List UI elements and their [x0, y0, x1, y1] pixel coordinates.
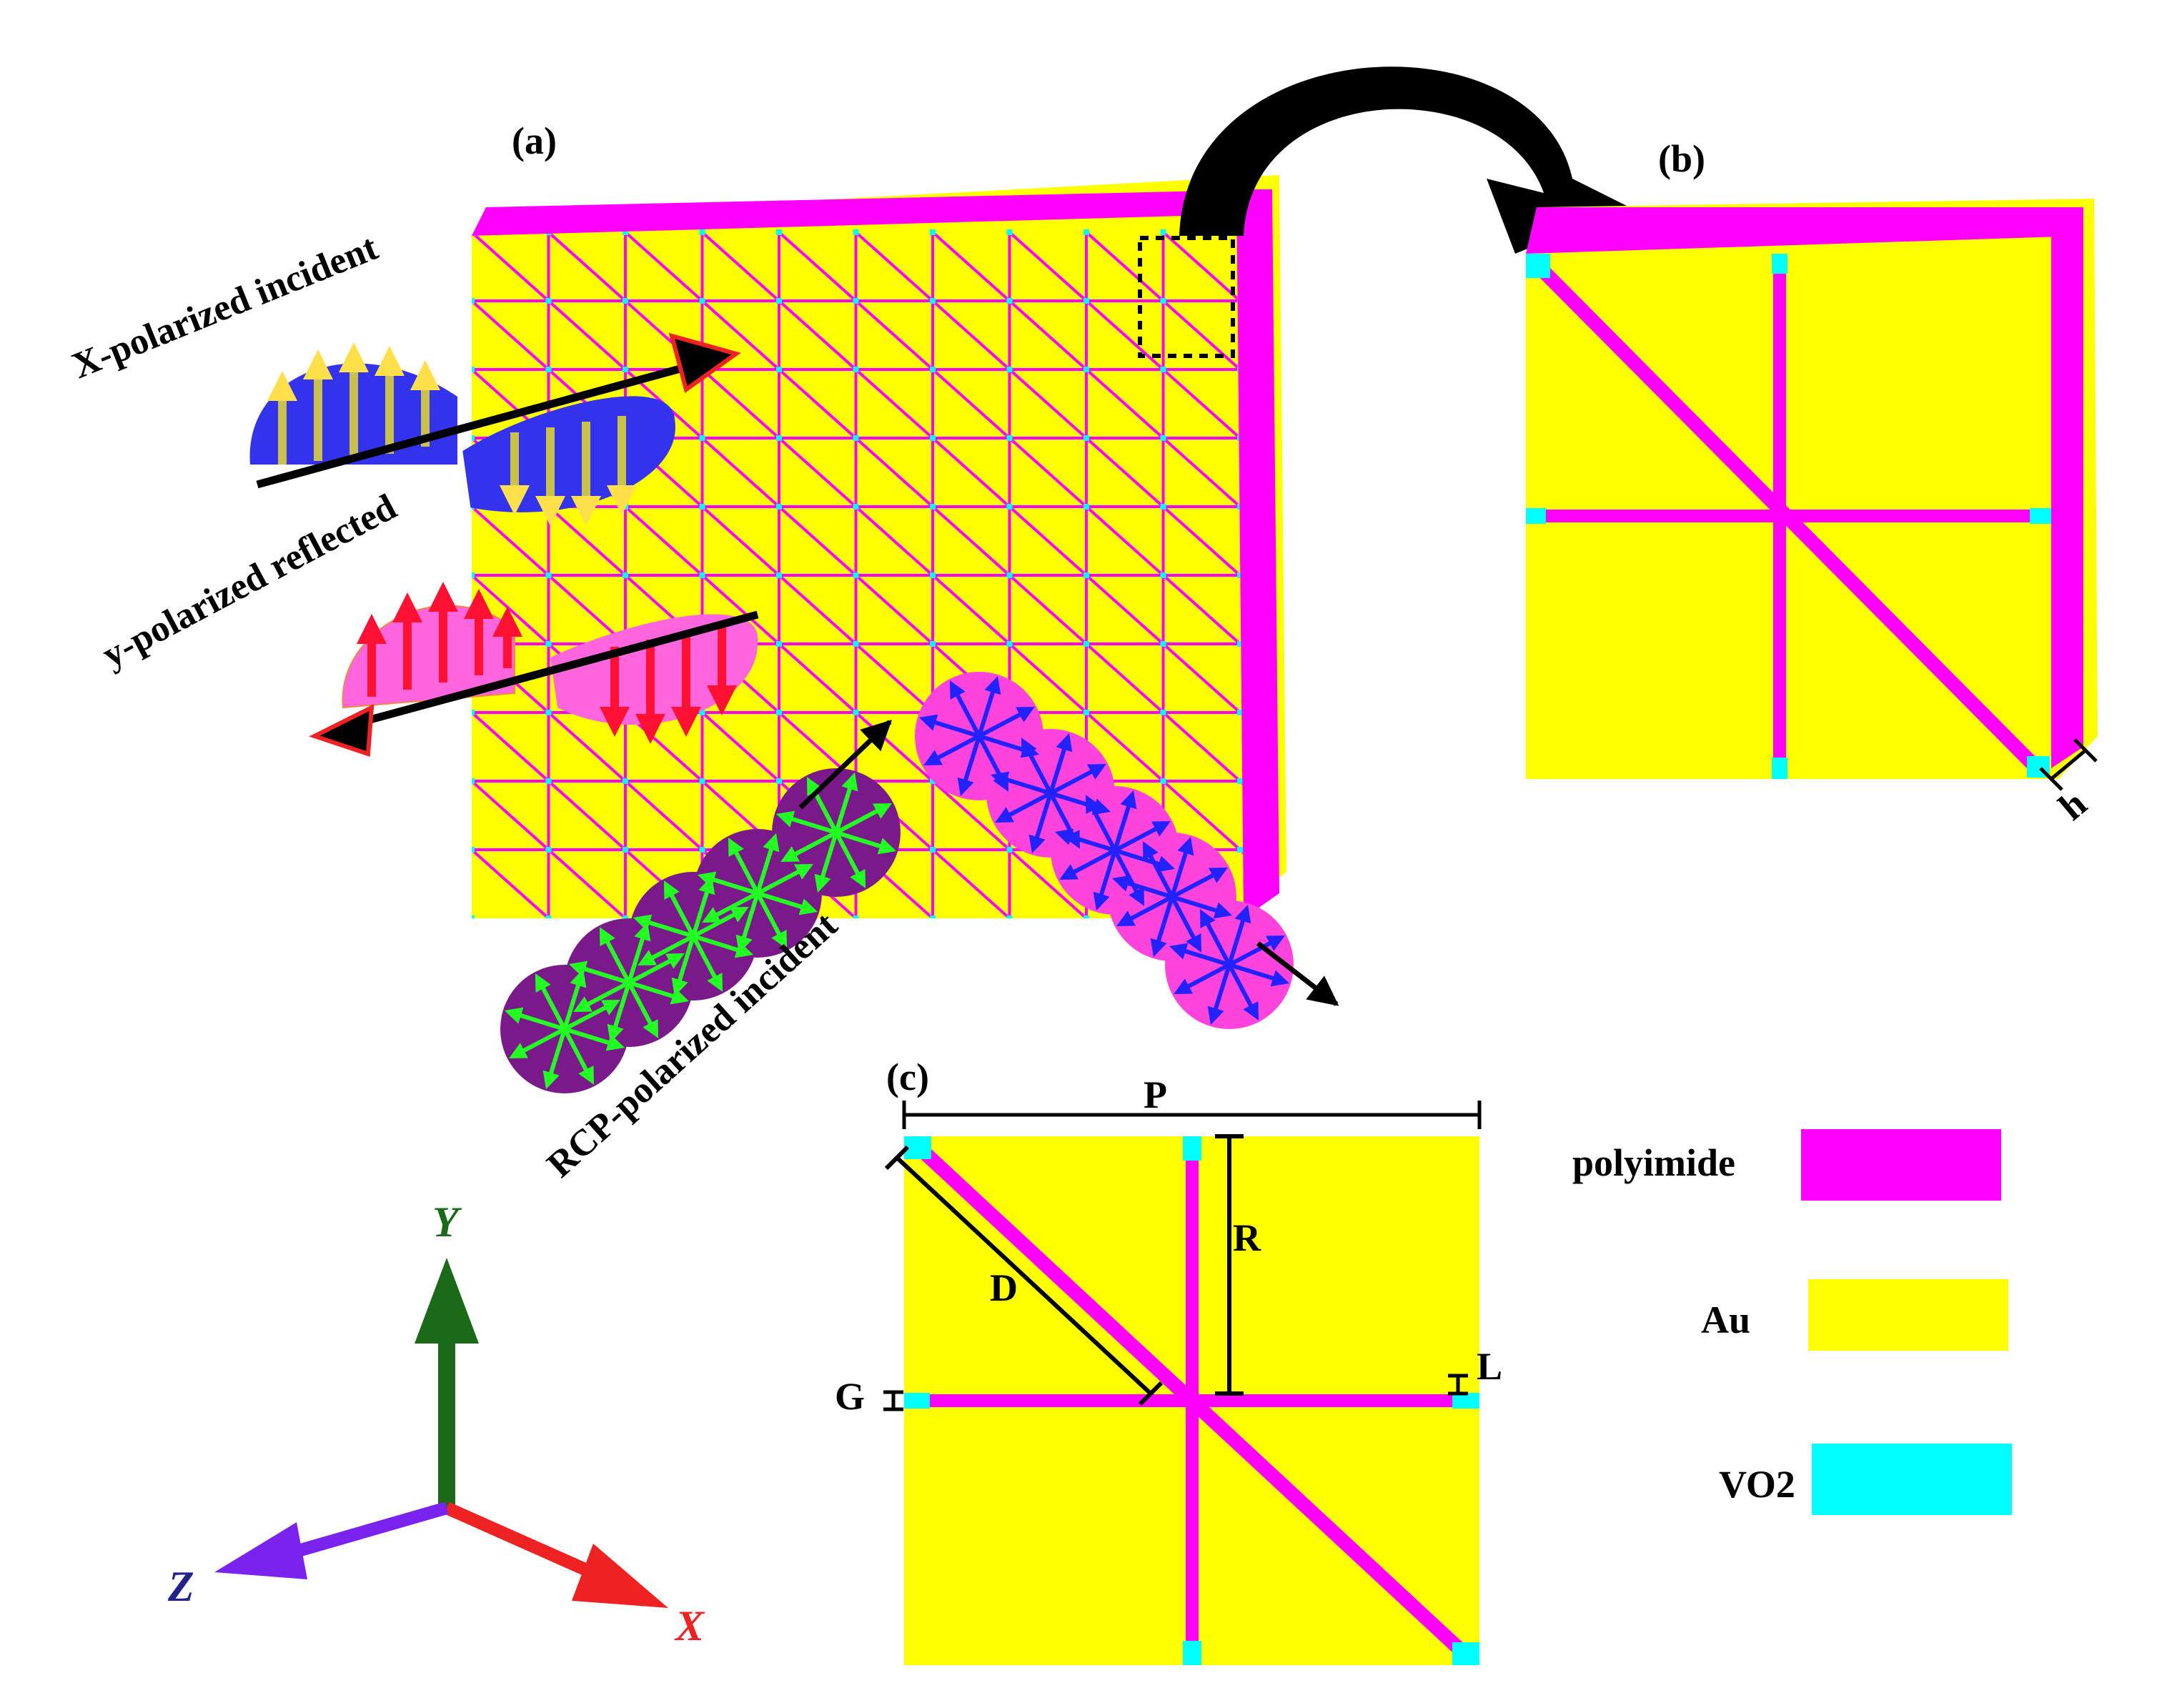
l-label: L — [1477, 1345, 1502, 1388]
zoom-curved-arrow — [1179, 66, 1630, 254]
y-polarized-wave — [309, 582, 759, 758]
rcp-incident-arrow — [798, 720, 893, 810]
b-pattern — [1526, 254, 2051, 779]
c-pattern — [904, 1136, 1479, 1665]
panel-c: (c) P R — [835, 1056, 1502, 1665]
legend-label-polyimide: polyimide — [1572, 1141, 1735, 1184]
legend-label-vo2: VO2 — [1719, 1463, 1795, 1506]
p-label: P — [1144, 1073, 1167, 1116]
legend-label-au: Au — [1701, 1299, 1750, 1341]
x-polarized-wave — [249, 332, 741, 526]
legend-swatch-au — [1808, 1279, 2008, 1351]
h-dimension — [2039, 738, 2098, 791]
g-label: G — [835, 1375, 865, 1418]
p-dimension — [902, 1101, 1482, 1129]
r-label: R — [1233, 1216, 1261, 1259]
x-incident-label: X-polarized incident — [66, 227, 384, 387]
b-polyimide-top — [1526, 207, 2083, 254]
zoom-box — [1138, 236, 1235, 358]
polyimide-right-edge — [1236, 189, 1279, 918]
axis-y-label: Y — [432, 1198, 462, 1246]
y-reflected-label: y-polarized reflected — [96, 487, 403, 676]
panel-c-label: (c) — [886, 1056, 929, 1098]
h-label: h — [2050, 782, 2095, 828]
r-dimension — [1215, 1134, 1244, 1396]
panel-b-label: (b) — [1658, 137, 1705, 180]
d-dimension — [884, 1145, 1164, 1406]
legend-swatch-polyimide — [1801, 1129, 2001, 1201]
polyimide-top-edge — [472, 189, 1272, 236]
legend-swatch-vo2 — [1812, 1444, 2012, 1515]
d-label: D — [990, 1266, 1018, 1309]
lcp-wave — [915, 672, 1294, 1029]
panel-b: (b) h — [1526, 137, 2098, 828]
lcp-reflected-arrow — [1256, 941, 1339, 1006]
panel-a-label: (a) — [512, 119, 557, 162]
g-dimension — [883, 1390, 903, 1411]
legend: polyimide Au VO2 — [1572, 1129, 2012, 1515]
b-polyimide-right — [2051, 207, 2083, 768]
rcp-wave — [500, 768, 901, 1093]
coordinate-axes: Y X Z — [167, 1198, 705, 1649]
axis-x-label: X — [674, 1602, 705, 1649]
panel-a: (a) — [66, 66, 1630, 1186]
axis-z-label: Z — [167, 1563, 194, 1610]
l-dimension — [1448, 1374, 1468, 1396]
